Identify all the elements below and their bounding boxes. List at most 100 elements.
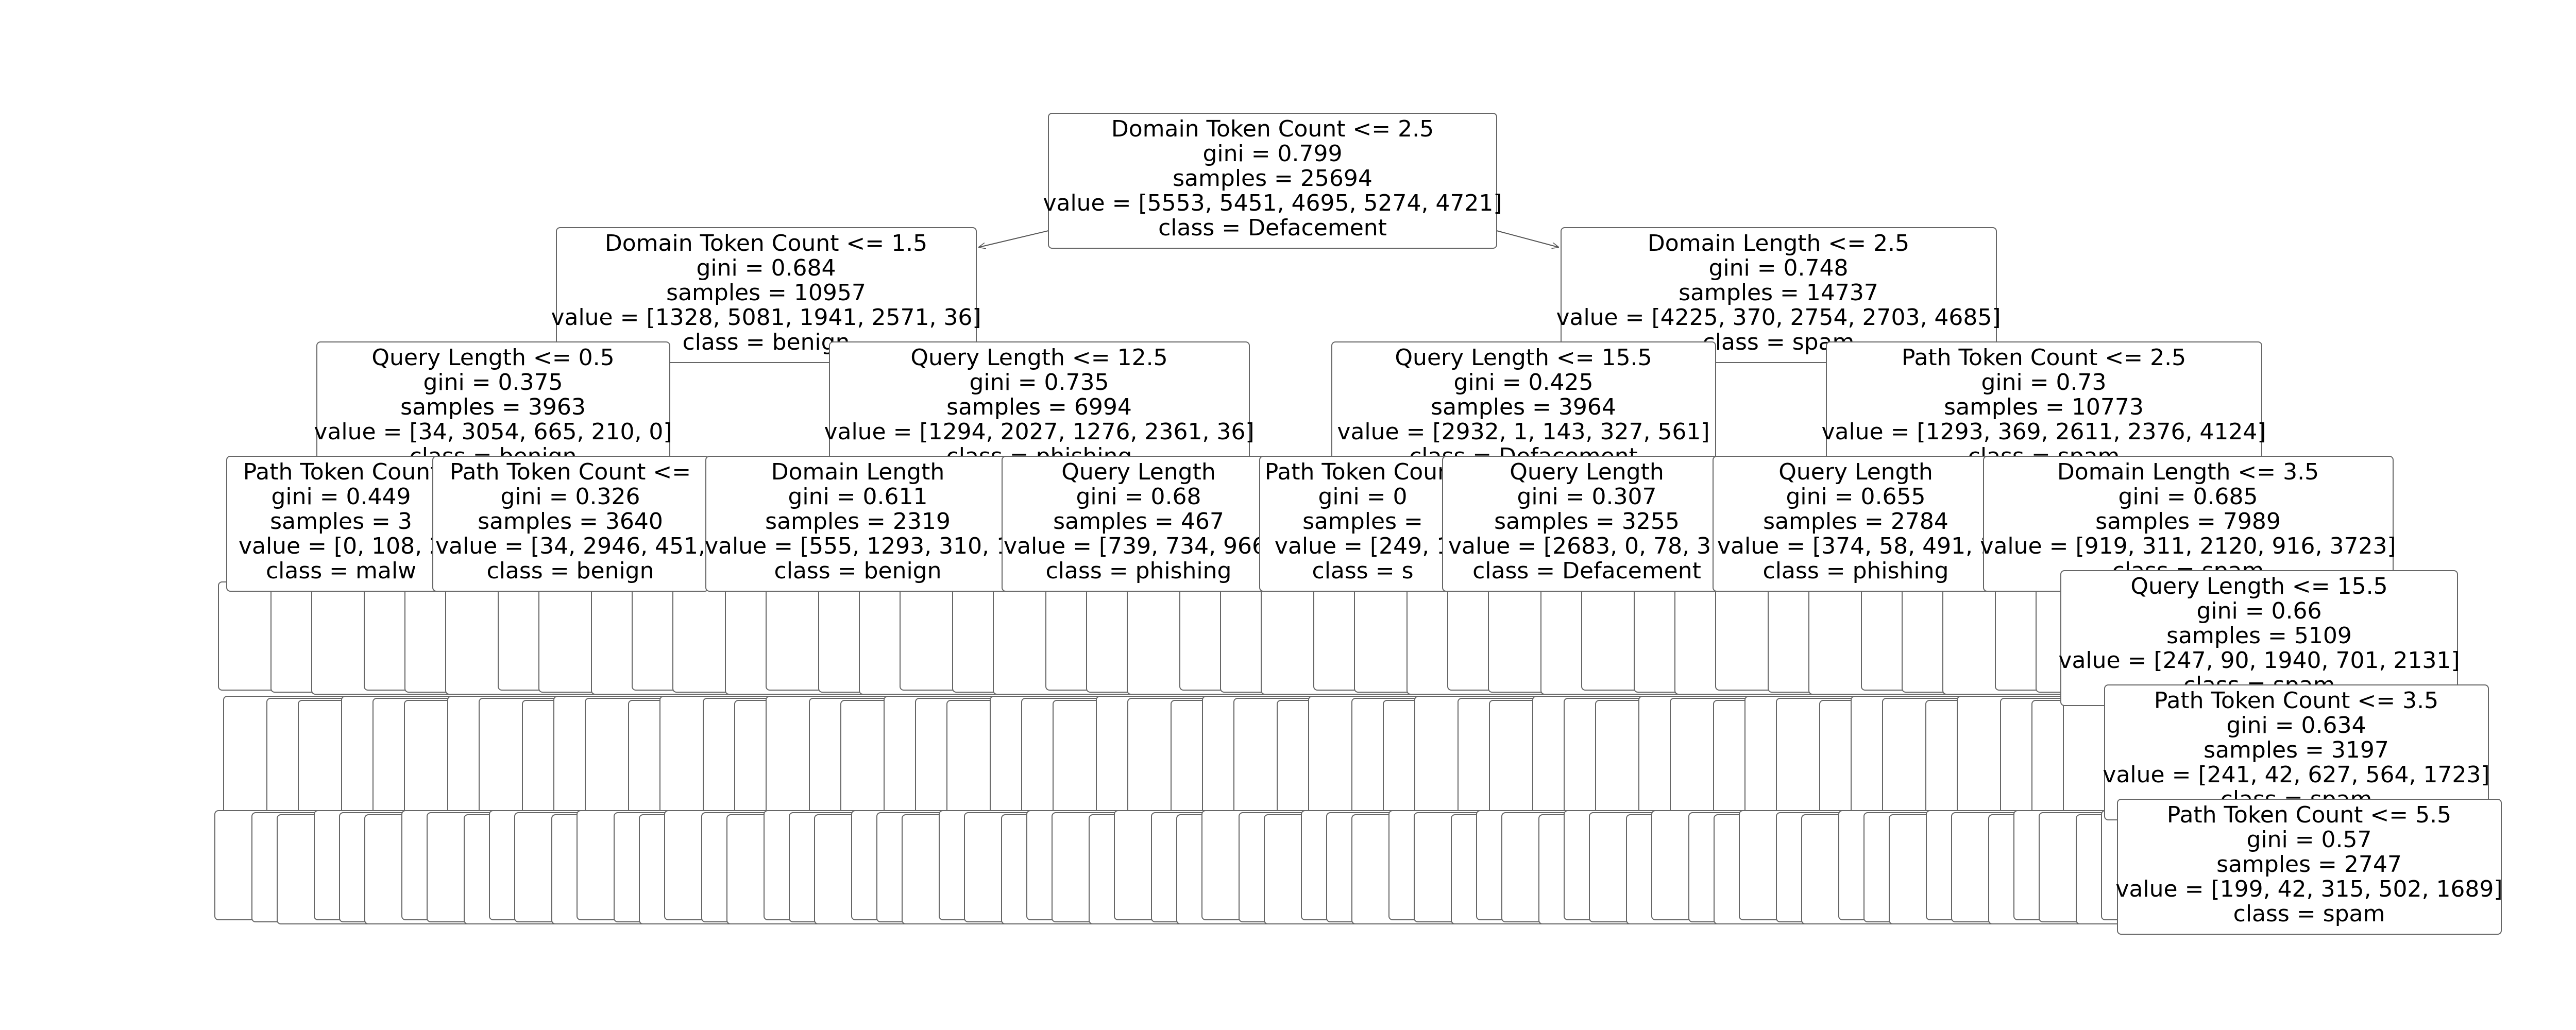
node-line: value = [555, 1293, 310, 1 [705, 533, 1011, 559]
node-line: gini = 0.425 [1453, 369, 1593, 396]
node-line: samples = 7989 [2095, 508, 2281, 535]
node-line: samples = 467 [1053, 508, 1224, 535]
node-line: value = [241, 42, 627, 564, 1723] [2103, 762, 2489, 788]
node-line: Path Token Count <= 3.5 [2154, 688, 2438, 714]
node-line: value = [199, 42, 315, 502, 1689] [2115, 876, 2502, 902]
node-line: Query Length [1510, 459, 1664, 485]
node-line: Domain Token Count <= 2.5 [1111, 116, 1434, 142]
node-line: gini = 0.307 [1517, 484, 1656, 510]
node-line: class = Defacement [1158, 215, 1387, 241]
node-line: value = [374, 58, 491, 1 [1717, 533, 1994, 559]
node-line: Domain Token Count <= 1.5 [605, 230, 927, 256]
node-line: Query Length [1061, 459, 1215, 485]
node-line: gini = 0.634 [2226, 712, 2366, 739]
edge-n0-n2 [1496, 230, 1558, 247]
node-line: Path Token Count <= 2.5 [1902, 345, 2186, 371]
node-line: class = phishing [1763, 558, 1949, 584]
node-line: value = [1294, 2027, 1276, 2361, 36] [824, 419, 1254, 445]
node-line: samples = 2784 [1763, 508, 1948, 535]
node-line: class = malw [266, 558, 416, 584]
node-line: samples = 10773 [1944, 394, 2144, 420]
tree-node-path-token-count-mid: Path Token Count gini = 0 samples = valu… [1259, 456, 1466, 592]
tree-node-root: Domain Token Count <= 2.5 gini = 0.799 s… [1043, 113, 1502, 249]
node-line: value = [2932, 1, 143, 327, 561] [1337, 419, 1709, 445]
tree-node-domain-length-2-5: Domain Length <= 2.5 gini = 0.748 sample… [1556, 227, 2001, 363]
node-line: value = [34, 2946, 451, [435, 533, 705, 559]
node-line: value = [5553, 5451, 4695, 5274, 4721] [1043, 190, 1502, 216]
node-line: gini = 0.735 [969, 369, 1109, 396]
tree-nodes: Domain Token Count <= 2.5 gini = 0.799 s… [226, 113, 2503, 935]
tree-node-query-length-defacement: Query Length gini = 0.307 samples = 3255… [1442, 456, 1732, 592]
tree-node-path-token-count-2-5: Path Token Count <= 2.5 gini = 0.73 samp… [1821, 341, 2266, 477]
node-line: samples = 6994 [946, 394, 1132, 420]
tree-edges [979, 230, 1558, 247]
node-line: samples = 10957 [666, 280, 866, 306]
node-line: gini = 0.449 [271, 484, 411, 510]
node-line: Path Token Count <= 5.5 [2167, 802, 2451, 828]
node-line: Query Length [1778, 459, 1933, 485]
node-line: value = [0, 108, 2 [239, 533, 444, 559]
node-line: Path Token Count <= [450, 459, 691, 485]
node-line: gini = 0 [1318, 484, 1407, 510]
node-line: samples = 3197 [2204, 737, 2389, 763]
node-line: samples = 5109 [2166, 623, 2352, 649]
node-line: value = [1293, 369, 2611, 2376, 4124] [1821, 419, 2266, 445]
tree-node-path-token-count-3-5: Path Token Count <= 3.5 gini = 0.634 sam… [2103, 684, 2490, 820]
node-line: gini = 0.799 [1202, 141, 1342, 167]
node-line: samples = [1302, 508, 1423, 535]
node-line: Domain Length <= 2.5 [1648, 230, 1909, 256]
node-line: gini = 0.655 [1786, 484, 1925, 510]
node-line: class = benign [774, 558, 942, 584]
node-line: Query Length <= 15.5 [1395, 345, 1652, 371]
node-line: value = [739, 734, 966, [1004, 533, 1274, 559]
tree-node-path-token-count-left: Path Token Count gini = 0.449 samples = … [226, 456, 456, 592]
edge-n0-n1 [979, 230, 1049, 247]
node-line: Path Token Count [243, 459, 439, 485]
node-line: samples = 25694 [1173, 165, 1372, 192]
node-line: class = s [1312, 558, 1414, 584]
node-line: value = [249, 1 [1275, 533, 1451, 559]
crowded-leaf-boxes [214, 581, 2221, 924]
node-line: value = [247, 90, 1940, 701, 2131] [2058, 647, 2460, 674]
node-line: gini = 0.326 [500, 484, 640, 510]
node-line: class = benign [683, 329, 850, 355]
node-line: gini = 0.68 [1076, 484, 1201, 510]
node-line: samples = 14737 [1679, 280, 1878, 306]
node-line: gini = 0.57 [2246, 827, 2371, 853]
node-line: class = spam [2233, 901, 2385, 927]
tree-node-domain-length-3-5: Domain Length <= 3.5 gini = 0.685 sample… [1980, 456, 2396, 592]
node-line: value = [4225, 370, 2754, 2703, 4685] [1556, 304, 2001, 331]
node-line: value = [2683, 0, 78, 32 [1448, 533, 1725, 559]
node-line: Domain Length [771, 459, 945, 485]
node-line: gini = 0.748 [1708, 255, 1848, 281]
node-line: gini = 0.685 [2118, 484, 2258, 510]
node-line: gini = 0.66 [2196, 598, 2321, 624]
node-line: value = [1328, 5081, 1941, 2571, 36] [551, 304, 981, 331]
tree-node-path-token-count-benign: Path Token Count <= gini = 0.326 samples… [432, 456, 709, 592]
node-line: Domain Length <= 3.5 [2057, 459, 2319, 485]
node-line: gini = 0.375 [423, 369, 563, 396]
tree-node-query-length-15-5: Query Length <= 15.5 gini = 0.425 sample… [1331, 341, 1716, 477]
tree-node-domain-length-benign: Domain Length gini = 0.611 samples = 231… [705, 456, 1011, 592]
node-line: samples = 3963 [400, 394, 586, 420]
node-line: gini = 0.684 [696, 255, 836, 281]
node-line: class = Defacement [1472, 558, 1701, 584]
node-line: value = [34, 3054, 665, 210, 0] [314, 419, 672, 445]
node-line: class = phishing [1046, 558, 1232, 584]
tree-node-query-length-phishing-right: Query Length gini = 0.655 samples = 2784… [1713, 456, 1999, 592]
tree-node-query-length-phishing: Query Length gini = 0.68 samples = 467 v… [1002, 456, 1276, 592]
node-line: value = [919, 311, 2120, 916, 3723] [1980, 533, 2396, 559]
node-line: samples = 3964 [1431, 394, 1616, 420]
node-line: gini = 0.611 [788, 484, 927, 510]
node-line: samples = 3255 [1494, 508, 1680, 535]
node-line: Query Length <= 15.5 [2130, 573, 2387, 599]
tree-node-query-length-12-5: Query Length <= 12.5 gini = 0.735 sample… [824, 341, 1255, 477]
tree-node-path-token-count-5-5: Path Token Count <= 5.5 gini = 0.57 samp… [2115, 799, 2503, 935]
node-line: samples = 3 [270, 508, 412, 535]
tree-node-query-length-0-5: Query Length <= 0.5 gini = 0.375 samples… [314, 341, 672, 477]
node-line: samples = 3640 [478, 508, 663, 535]
tree-node-domain-token-count-1-5: Domain Token Count <= 1.5 gini = 0.684 s… [551, 227, 981, 363]
node-line: class = benign [487, 558, 654, 584]
node-line: Query Length <= 12.5 [910, 345, 1167, 371]
